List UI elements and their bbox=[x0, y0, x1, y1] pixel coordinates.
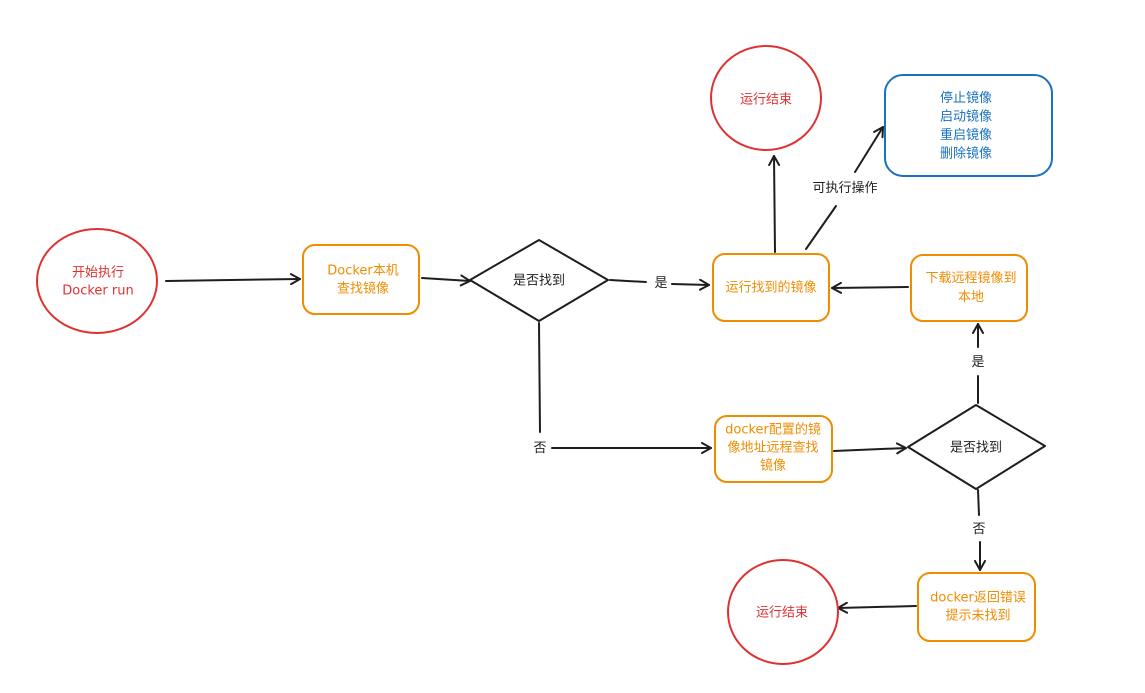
node-label-line: 查找镜像 bbox=[337, 282, 389, 297]
node-label-line: 本地 bbox=[958, 290, 984, 305]
node-label-line: 提示未找到 bbox=[945, 608, 1010, 624]
edge-remote-to-decision-2 bbox=[833, 442, 907, 455]
edge-label-yes-1: 是 bbox=[654, 276, 667, 291]
node-label-line: Docker本机 bbox=[327, 264, 399, 279]
node-found-decision-1-label: 是否找到 bbox=[513, 274, 565, 289]
node-label-line: 像地址远程查找 bbox=[727, 441, 818, 456]
edge-run-to-operations-upper bbox=[854, 126, 884, 173]
node-run-image: 运行找到的镜像 bbox=[712, 253, 830, 322]
node-run-image-label: 运行找到的镜像 bbox=[725, 280, 816, 296]
edges bbox=[165, 126, 986, 614]
edge-label-operations: 可执行操作 bbox=[812, 180, 877, 196]
edge-labels: 是 否 可执行操作 是 否 bbox=[533, 180, 985, 537]
node-start: 开始执行 Docker run bbox=[36, 228, 158, 334]
node-label-line: 启动镜像 bbox=[940, 109, 992, 124]
node-found-decision-1: 是否找到 bbox=[469, 239, 609, 322]
node-label-line: 运行结束 bbox=[740, 93, 792, 108]
node-label-line: 下载远程镜像到 bbox=[925, 271, 1016, 286]
node-label-line: Docker run bbox=[62, 284, 133, 299]
node-start-label: 开始执行 Docker run bbox=[62, 266, 133, 299]
node-remote-search: docker配置的镜像地址远程查找镜像 bbox=[714, 415, 833, 483]
node-remote-search-label: docker配置的镜像地址远程查找镜像 bbox=[725, 422, 821, 474]
node-label-line: 镜像 bbox=[760, 459, 786, 474]
edge-label-no-1: 否 bbox=[533, 441, 546, 456]
edge-download-to-run bbox=[831, 281, 909, 294]
node-end-bottom: 运行结束 bbox=[727, 559, 839, 665]
edge-decision-1-yes-to-run-2 bbox=[671, 278, 710, 291]
node-error-label: docker返回错误提示未找到 bbox=[930, 591, 1026, 624]
edge-decision-1-yes-to-run bbox=[609, 279, 647, 283]
node-download-label: 下载远程镜像到本地 bbox=[925, 271, 1016, 305]
node-label-line: 开始执行 bbox=[72, 266, 124, 281]
edge-run-to-end-top bbox=[768, 155, 781, 253]
node-operations-label: 停止镜像启动镜像重启镜像删除镜像 bbox=[940, 90, 992, 162]
edge-error-to-end-bottom bbox=[837, 601, 917, 614]
node-local-search-label: Docker本机查找镜像 bbox=[327, 264, 399, 297]
node-label-line: 是否找到 bbox=[950, 441, 1002, 456]
node-label-line: docker配置的镜 bbox=[725, 422, 821, 438]
edge-label-yes-2: 是 bbox=[971, 355, 984, 370]
node-label-line: docker返回错误 bbox=[930, 591, 1026, 606]
edge-start-to-local-search bbox=[165, 273, 301, 286]
node-label-line: 停止镜像 bbox=[940, 90, 992, 106]
node-label-line: 运行结束 bbox=[756, 606, 808, 621]
node-end-bottom-label: 运行结束 bbox=[756, 606, 808, 621]
node-label-line: 删除镜像 bbox=[940, 146, 992, 161]
edge-label-no-2: 否 bbox=[972, 522, 985, 537]
node-download: 下载远程镜像到本地 bbox=[910, 254, 1028, 322]
node-label-line: 是否找到 bbox=[513, 274, 565, 289]
node-end-top-label: 运行结束 bbox=[740, 93, 792, 108]
edge-decision-2-no-down bbox=[977, 489, 980, 516]
node-error: docker返回错误提示未找到 bbox=[917, 572, 1036, 642]
node-found-decision-2: 是否找到 bbox=[907, 404, 1046, 490]
node-local-search: Docker本机查找镜像 bbox=[302, 244, 420, 315]
edge-local-search-to-decision-1 bbox=[421, 274, 471, 287]
node-end-top: 运行结束 bbox=[710, 45, 822, 151]
edge-run-to-operations-lower bbox=[805, 205, 837, 250]
node-label-line: 重启镜像 bbox=[940, 127, 992, 143]
node-label-line: 运行找到的镜像 bbox=[725, 280, 816, 296]
node-operations: 停止镜像启动镜像重启镜像删除镜像 bbox=[884, 74, 1053, 177]
edge-decision-1-no-down bbox=[538, 322, 541, 433]
node-found-decision-2-label: 是否找到 bbox=[950, 441, 1002, 456]
